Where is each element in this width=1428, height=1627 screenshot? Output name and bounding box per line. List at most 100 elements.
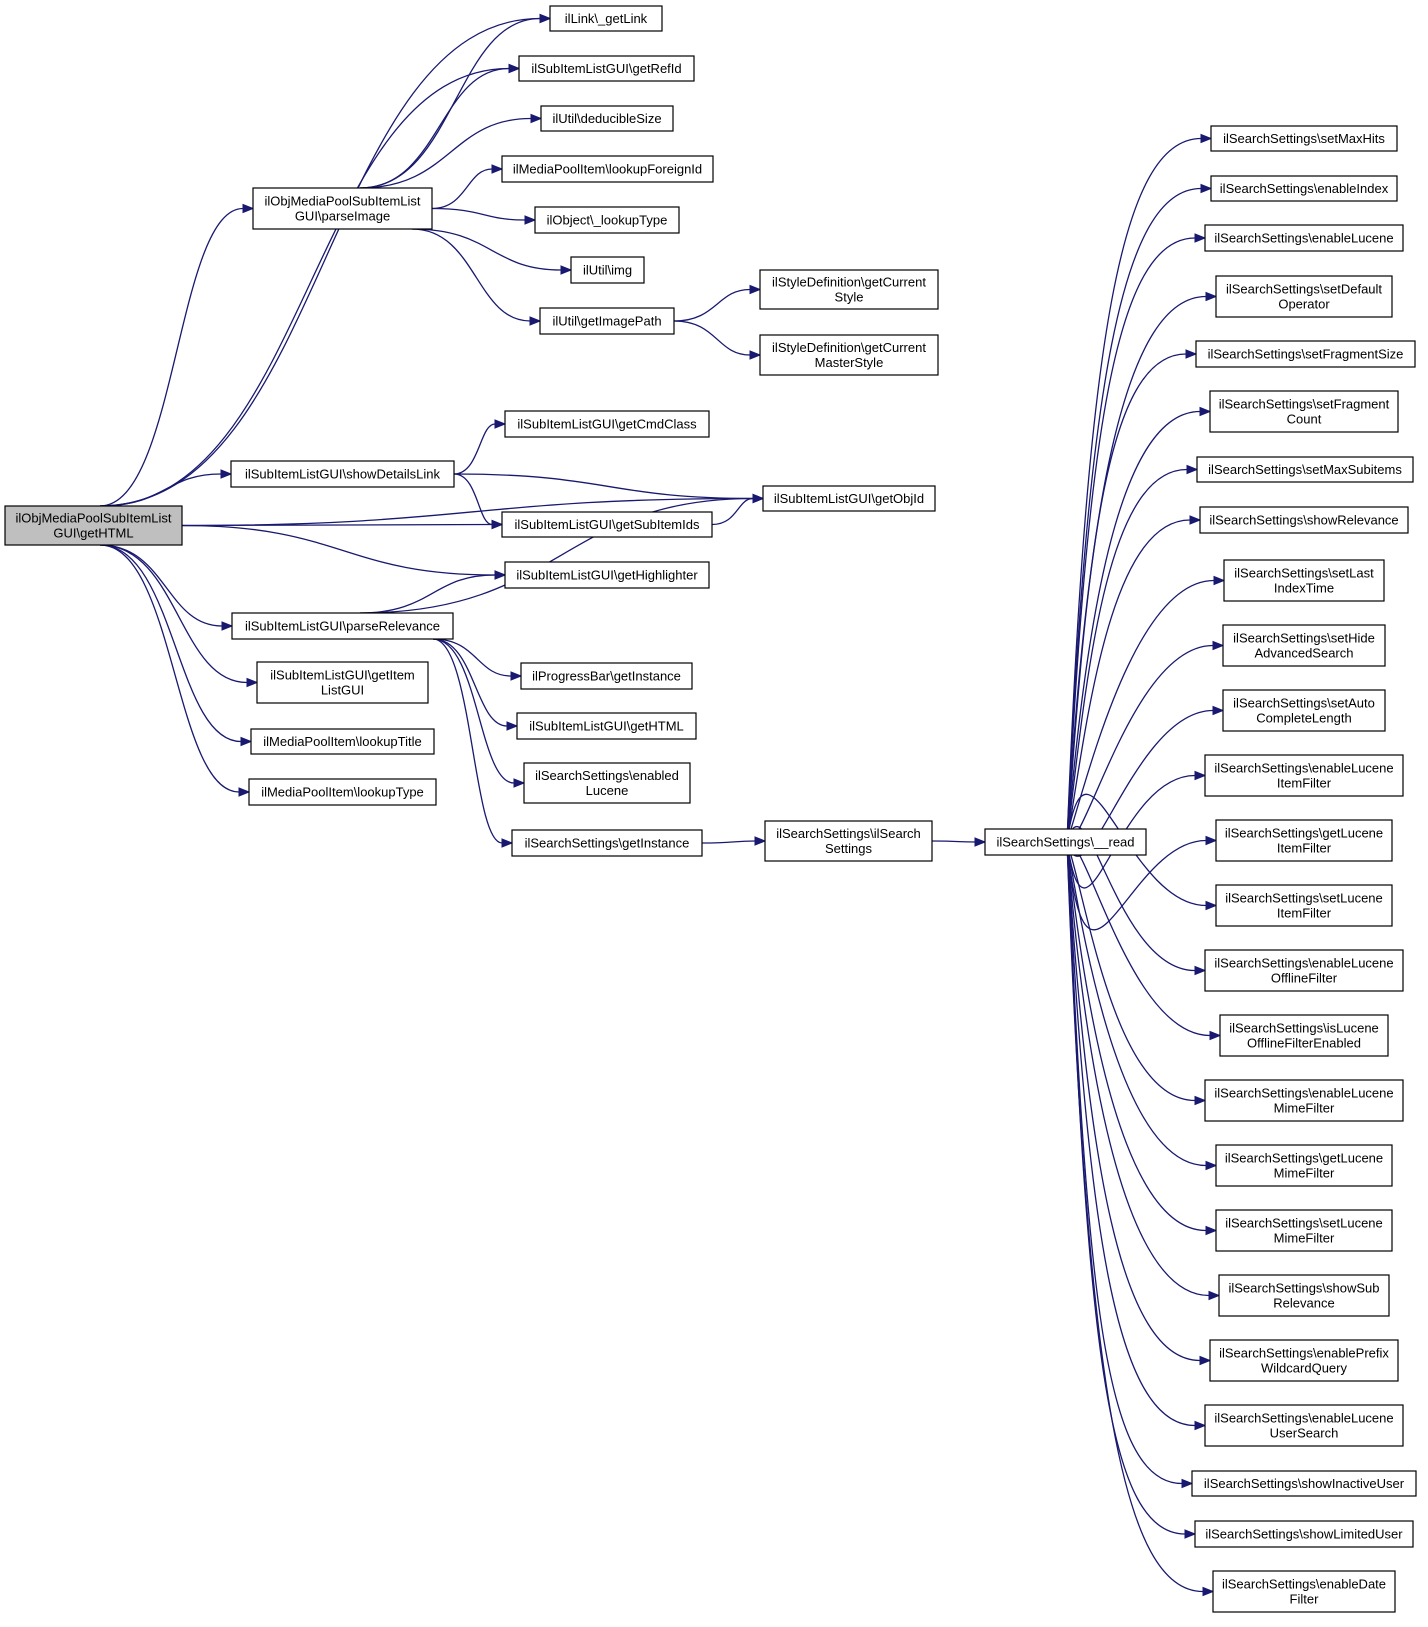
node-r3[interactable]: ilSearchSettings\enableLucene [1204,224,1404,252]
node-r16[interactable]: ilSearchSettings\isLuceneOfflineFilterEn… [1219,1014,1389,1057]
node-progressGetInstance[interactable]: ilProgressBar\getInstance [520,662,693,690]
node-lookupTypeMP[interactable]: ilMediaPoolItem\lookupType [248,778,437,806]
node-lookupTypeObj[interactable]: ilObject\_lookupType [534,206,680,234]
edge-arrowhead [494,570,507,580]
node-label: ilSubItemListGUI\getCmdClass [517,417,697,432]
node-deducibleSize[interactable]: ilUtil\deducibleSize [540,105,674,132]
edge-parseRelevance-to-subGetHTML [432,638,519,731]
node-r5[interactable]: ilSearchSettings\setFragmentSize [1195,340,1416,368]
edge-read-to-r9 [1066,575,1226,843]
edge-line [1066,709,1214,857]
node-subGetHTML[interactable]: ilSubItemListGUI\getHTML [516,712,697,740]
edge-line [1066,579,1215,843]
node-label: ilSearchSettings\enableDate [1222,1577,1386,1592]
edge-read-to-r17 [1066,841,1207,1106]
node-label: ilSearchSettings\enabled [535,768,679,783]
edge-line [99,67,510,507]
edge-line [99,473,222,507]
edge-showDetailsLink-to-getSubItemIds [453,473,504,530]
node-lookupForeignId[interactable]: ilMediaPoolItem\lookupForeignId [501,155,714,183]
node-parseRelevance[interactable]: ilSubItemListGUI\parseRelevance [231,612,454,640]
node-getRefId[interactable]: ilSubItemListGUI\getRefId [518,55,695,82]
node-box [520,662,693,690]
node-r21[interactable]: ilSearchSettings\enablePrefixWildcardQue… [1209,1339,1399,1382]
node-r2[interactable]: ilSearchSettings\enableIndex [1210,175,1398,202]
node-box [1209,390,1399,433]
node-lookupTitle[interactable]: ilMediaPoolItem\lookupTitle [250,728,435,755]
node-box [4,505,183,546]
node-box [1215,1209,1393,1252]
node-label: ilMediaPoolItem\lookupForeignId [513,162,702,177]
node-getImagePath[interactable]: ilUtil\getImagePath [539,307,675,335]
edge-line [1066,137,1202,843]
node-box [511,829,703,857]
node-label: OfflineFilter [1271,971,1338,986]
node-r15[interactable]: ilSearchSettings\enableLuceneOfflineFilt… [1204,949,1404,992]
node-label: ilSearchSettings\getLucene [1225,826,1383,841]
edge-line [1066,839,1207,931]
node-r23[interactable]: ilSearchSettings\showInactiveUser [1191,1470,1417,1497]
edge-line [181,524,496,576]
node-label: ilLink\_getLink [565,11,648,26]
node-box [1204,1079,1404,1122]
node-showDetailsLink[interactable]: ilSubItemListGUI\showDetailsLink [230,460,455,488]
node-r1[interactable]: ilSearchSettings\setMaxHits [1210,125,1398,152]
edge-showDetailsLink-to-getObjId [453,473,765,504]
node-ilSearchSettingsCtor[interactable]: ilSearchSettings\ilSearchSettings [764,820,933,862]
edge-ilSearchSettingsCtor-to-read [931,837,987,847]
edge-line [1066,237,1196,843]
edge-line [432,638,515,784]
edge-arrowhead [524,215,537,225]
edge-arrowhead [508,63,521,74]
edge-line [1066,841,1183,1485]
edge-line [1066,841,1210,1297]
node-box [1194,1520,1414,1548]
node-getSubItemIds[interactable]: ilSubItemListGUI\getSubItemIds [501,511,713,538]
node-getLink[interactable]: ilLink\_getLink [549,5,663,32]
node-box [248,778,437,806]
node-getCmdClass[interactable]: ilSubItemListGUI\getCmdClass [504,410,710,438]
edge-read-to-r25 [1066,841,1215,1597]
node-r24[interactable]: ilSearchSettings\showLimitedUser [1194,1520,1414,1548]
node-getObjId[interactable]: ilSubItemListGUI\getObjId [762,485,936,512]
node-img[interactable]: ilUtil\img [570,256,645,284]
edge-read-to-r2 [1066,183,1213,843]
edge-line [432,638,503,844]
node-label: ilStyleDefinition\getCurrent [772,275,926,290]
node-box [1215,275,1393,318]
node-label: ilSubItemListGUI\getObjId [774,491,924,506]
node-label: ilMediaPoolItem\lookupTitle [263,734,421,749]
node-box [523,762,691,804]
edge-arrowhead [1212,640,1225,651]
node-label: ilSearchSettings\__read [996,835,1134,850]
node-label: ItemFilter [1277,906,1332,921]
node-getHighlighter[interactable]: ilSubItemListGUI\getHighlighter [504,561,710,589]
node-r8[interactable]: ilSearchSettings\showRelevance [1199,506,1409,534]
node-read[interactable]: ilSearchSettings\__read [984,828,1147,856]
node-r7[interactable]: ilSearchSettings\setMaxSubitems [1196,456,1414,483]
node-ssGetInstance[interactable]: ilSearchSettings\getInstance [511,829,703,857]
edge-parseRelevance-to-enabledLucene [432,638,526,788]
node-label: ilSearchSettings\enableLucene [1214,231,1393,246]
